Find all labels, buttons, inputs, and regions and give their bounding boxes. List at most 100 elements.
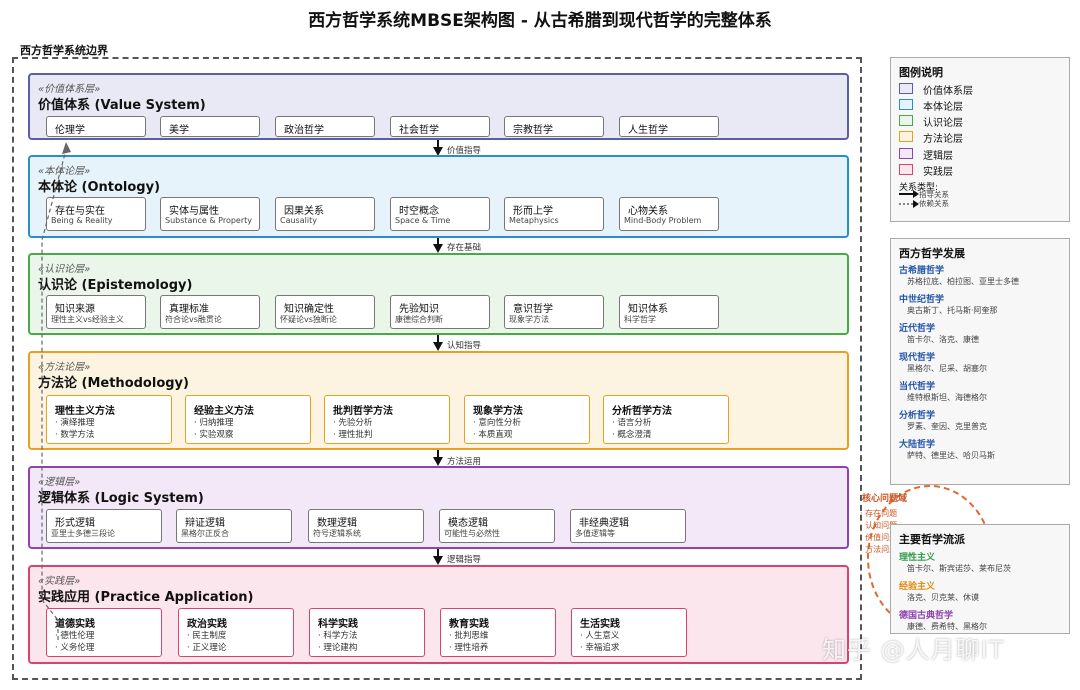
school-name: 理性主义: [899, 553, 936, 563]
development-panel: 西方哲学发展 古希腊哲学 苏格拉底、柏拉图、亚里士多德 中世纪哲学 奥古斯丁、托…: [890, 238, 1070, 485]
logic-item: 形式逻辑亚里士多德三段论: [46, 509, 162, 543]
watermark: 知乎 @人月聊IT: [822, 636, 1005, 664]
era-people: 笛卡尔、洛克、康德: [907, 335, 979, 344]
practice-item: 科学实践· 科学方法· 理论建构: [309, 608, 425, 657]
schools-title: 主要哲学流派: [899, 533, 965, 546]
layer-title: 认识论 (Epistemology): [38, 278, 193, 293]
era-name: 中世纪哲学: [899, 295, 945, 305]
methodology-item: 批判哲学方法· 先验分析· 理性批判: [324, 395, 450, 444]
school-people: 康德、费希特、黑格尔: [907, 622, 987, 631]
era-name: 古希腊哲学: [899, 266, 945, 276]
legend-panel: 图例说明 价值体系层 本体论层 认识论层 方法论层 逻辑层 实践层 关系类型: …: [890, 57, 1070, 222]
era-name: 大陆哲学: [899, 440, 936, 450]
era-name: 当代哲学: [899, 382, 936, 392]
school-people: 洛克、贝克莱、休谟: [907, 593, 979, 602]
layer-stereotype: «逻辑层»: [38, 477, 81, 488]
practice-item: 政治实践· 民主制度· 正义理论: [178, 608, 294, 657]
layer-title: 本体论 (Ontology): [38, 180, 161, 195]
arrow-head: [433, 556, 443, 565]
core-issue-item: · 认知问题: [860, 521, 898, 530]
methodology-item: 分析哲学方法· 语言分析· 概念澄清: [603, 395, 729, 444]
schools-panel: 主要哲学流派 理性主义 笛卡尔、斯宾诺莎、莱布尼茨 经验主义 洛克、贝克莱、休谟…: [890, 524, 1070, 634]
layer-stereotype: «认识论层»: [38, 264, 91, 275]
epistemology-item: 知识确定性怀疑论vs独断论: [275, 295, 375, 329]
arrow-label: 存在基础: [447, 243, 482, 253]
practice-item: 道德实践· 德性伦理· 义务伦理: [46, 608, 162, 657]
legend-swatch: [899, 148, 913, 159]
value-item: 社会哲学: [390, 116, 490, 137]
core-issue-item: · 存在问题: [860, 509, 898, 518]
relation-label: 指导关系: [919, 190, 949, 199]
value-system-layer: «价值体系层» 价值体系 (Value System) 伦理学 美学 政治哲学 …: [28, 73, 849, 140]
arrow-shaft: [437, 140, 439, 148]
value-item: 美学: [160, 116, 260, 137]
era-name: 分析哲学: [899, 411, 936, 421]
practice-item: 生活实践· 人生意义· 幸福追求: [571, 608, 687, 657]
practice-item: 教育实践· 批判思维· 理性培养: [440, 608, 556, 657]
arrow-shaft: [437, 238, 439, 245]
school-name: 德国古典哲学: [899, 611, 954, 621]
layer-stereotype: «实践层»: [38, 576, 81, 587]
system-boundary: [12, 57, 862, 680]
arrow-shaft: [437, 450, 439, 458]
relation-arrow-icon: [899, 190, 919, 208]
core-issues-title: 核心问题域: [862, 494, 908, 504]
arrow-head: [433, 147, 443, 156]
legend-swatch: [899, 164, 913, 175]
legend-swatch: [899, 131, 913, 142]
layer-stereotype: «价值体系层»: [38, 84, 101, 95]
epistemology-layer: «认识论层» 认识论 (Epistemology) 知识来源理性主义vs经验主义…: [28, 253, 849, 335]
legend-swatch: [899, 115, 913, 126]
era-name: 近代哲学: [899, 324, 936, 334]
legend-swatch: [899, 99, 913, 110]
epistemology-item: 知识来源理性主义vs经验主义: [46, 295, 146, 329]
arrow-shaft: [437, 549, 439, 557]
arrow-shaft: [437, 335, 439, 343]
legend-label: 逻辑层: [923, 151, 953, 162]
legend-label: 本体论层: [923, 102, 963, 113]
logic-item: 数理逻辑符号逻辑系统: [308, 509, 424, 543]
logic-item: 模态逻辑可能性与必然性: [439, 509, 555, 543]
development-title: 西方哲学发展: [899, 247, 965, 260]
arrow-label: 方法运用: [447, 457, 482, 467]
methodology-layer: «方法论层» 方法论 (Methodology) 理性主义方法· 演绎推理· 数…: [28, 351, 849, 450]
legend-title: 图例说明: [899, 66, 943, 79]
layer-stereotype: «本体论层»: [38, 166, 91, 177]
arrow-head: [433, 244, 443, 253]
core-issue-item: · 价值问题: [860, 533, 898, 542]
legend-label: 方法论层: [923, 134, 963, 145]
era-people: 苏格拉底、柏拉图、亚里士多德: [907, 277, 1019, 286]
value-item: 政治哲学: [275, 116, 375, 137]
school-people: 笛卡尔、斯宾诺莎、莱布尼茨: [907, 564, 1011, 573]
logic-item: 辩证逻辑黑格尔正反合: [176, 509, 292, 543]
arrow-label: 价值指导: [447, 146, 482, 156]
epistemology-item: 知识体系科学哲学: [619, 295, 719, 329]
arrow-label: 逻辑指导: [447, 555, 482, 565]
practice-layer: «实践层» 实践应用 (Practice Application) 道德实践· …: [28, 565, 849, 664]
era-people: 罗素、奎因、克里普克: [907, 422, 987, 431]
layer-title: 实践应用 (Practice Application): [38, 590, 254, 605]
logic-item: 非经典逻辑多值逻辑等: [570, 509, 686, 543]
era-people: 奥古斯丁、托马斯·阿奎那: [907, 306, 998, 315]
era-people: 萨特、德里达、哈贝马斯: [907, 451, 995, 460]
core-issue-item: · 方法问题: [860, 545, 898, 554]
relation-title: 关系类型:: [899, 183, 939, 193]
school-name: 经验主义: [899, 582, 936, 592]
legend-label: 实践层: [923, 167, 953, 178]
arrow-label: 认知指导: [447, 341, 482, 351]
methodology-item: 经验主义方法· 归纳推理· 实验观察: [185, 395, 311, 444]
methodology-item: 理性主义方法· 演绎推理· 数学方法: [46, 395, 172, 444]
value-item: 伦理学: [46, 116, 146, 137]
layer-stereotype: «方法论层»: [38, 362, 91, 373]
legend-label: 价值体系层: [923, 86, 973, 97]
value-item: 宗教哲学: [504, 116, 604, 137]
legend-swatch: [899, 83, 913, 94]
relation-label: 依赖关系: [919, 199, 949, 208]
arrow-head: [433, 457, 443, 466]
methodology-item: 现象学方法· 意向性分析· 本质直观: [464, 395, 590, 444]
